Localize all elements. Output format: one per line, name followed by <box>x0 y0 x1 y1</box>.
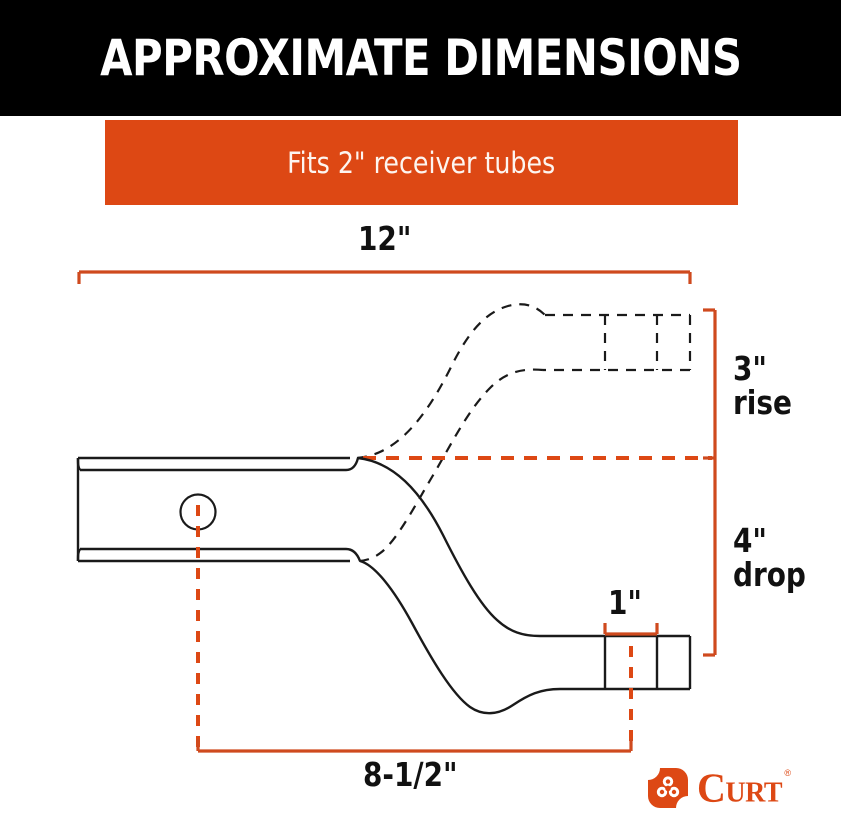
title-bar: APPROXIMATE DIMENSIONS <box>0 0 841 116</box>
curt-wordmark: Curt ® <box>697 764 791 811</box>
dimension-line-drop-length <box>196 739 633 753</box>
fitment-banner: Fits 2" receiver tubes <box>105 120 738 205</box>
ball-mount-diagram <box>0 205 841 818</box>
curt-logo: Curt ® <box>648 766 813 810</box>
trademark-symbol: ® <box>784 767 792 778</box>
drop-outline-solid <box>76 456 692 715</box>
diagram-svg <box>76 270 717 753</box>
dimension-line-rise-drop <box>703 308 717 657</box>
page-title: APPROXIMATE DIMENSIONS <box>99 29 742 87</box>
label-drop-length: 8-1/2" <box>363 755 458 794</box>
dimension-line-overall-length <box>77 270 692 284</box>
label-overall-length: 12" <box>358 219 412 258</box>
fitment-text: Fits 2" receiver tubes <box>287 145 556 180</box>
label-platform-thickness: 1" <box>608 583 642 622</box>
curt-badge-icon <box>648 768 688 808</box>
curt-wordmark-text: Curt <box>697 764 783 811</box>
label-rise: 3" rise <box>733 349 792 422</box>
label-drop: 4" drop <box>733 521 806 594</box>
rise-outline-dashed <box>355 303 692 563</box>
dimension-line-platform-thickness <box>603 623 659 636</box>
